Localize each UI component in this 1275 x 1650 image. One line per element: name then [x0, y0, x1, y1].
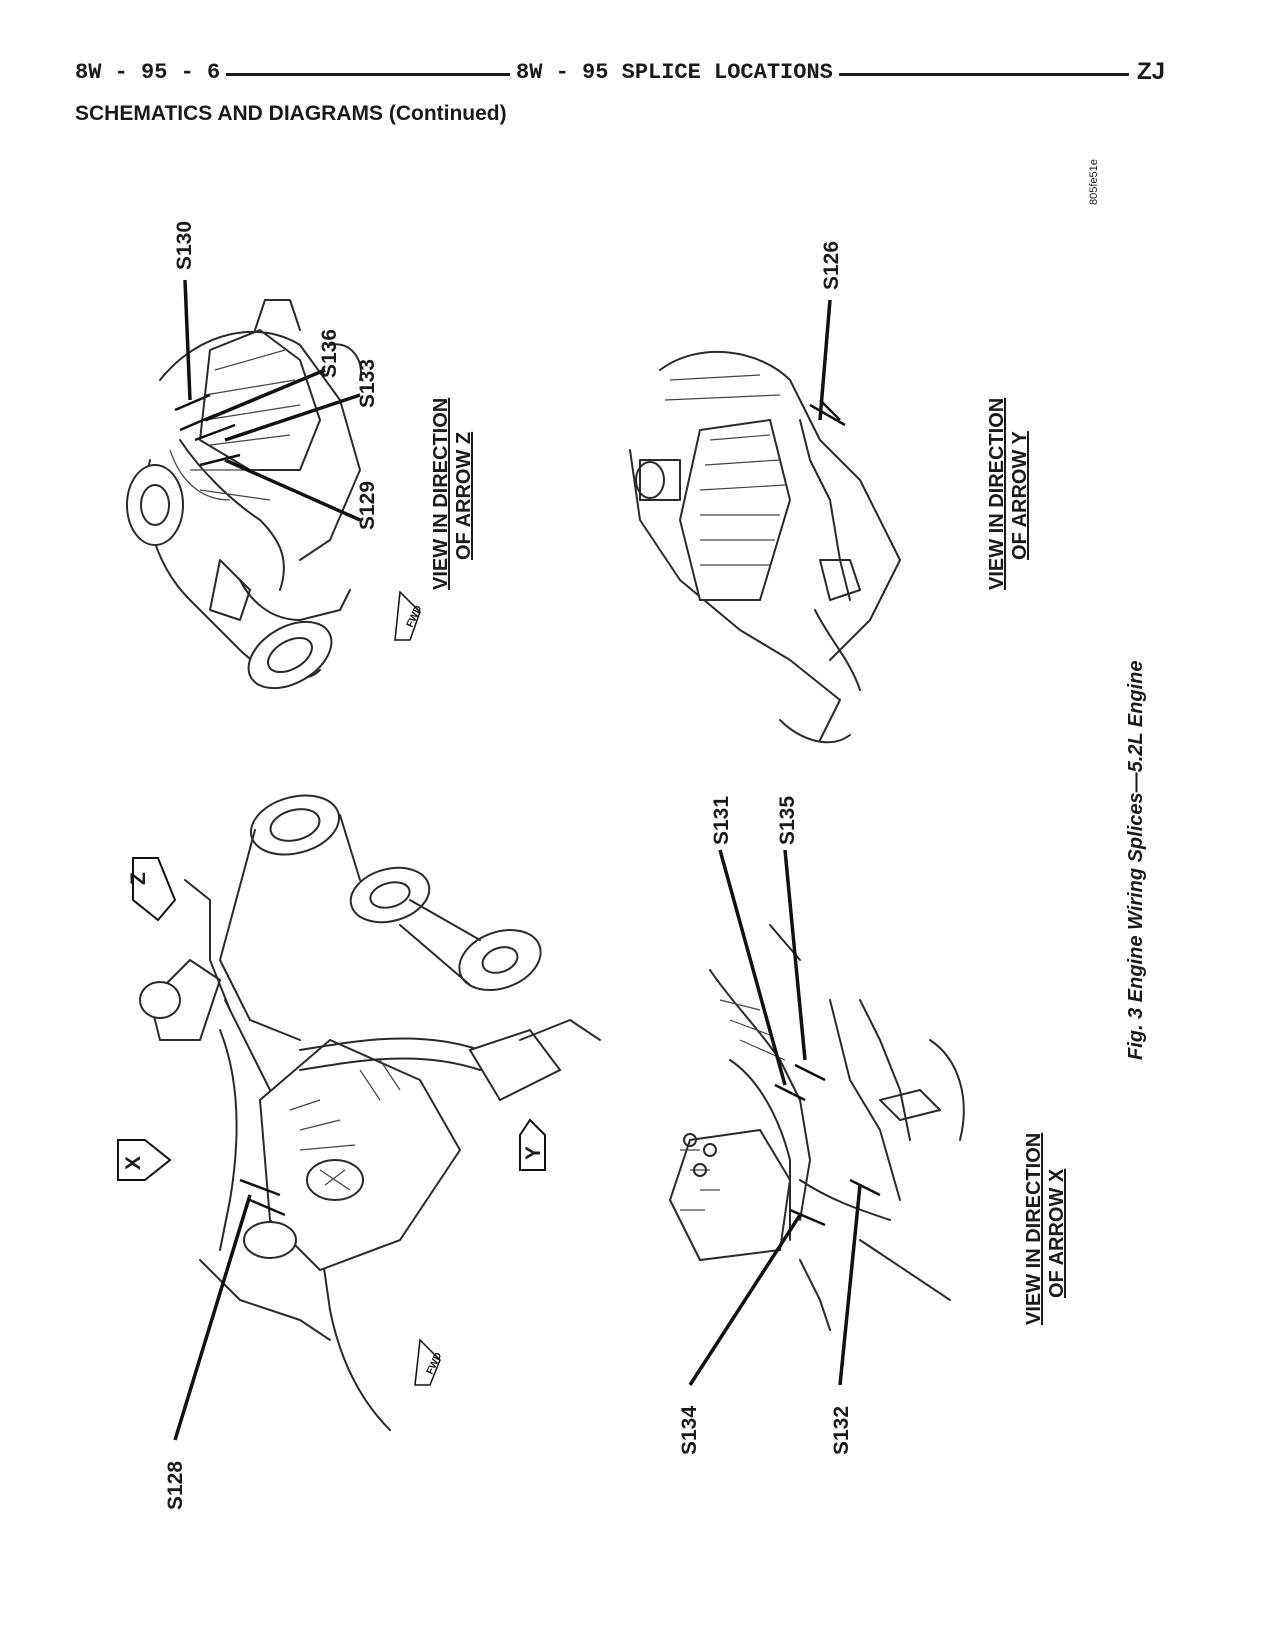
arrow-x-marker: X — [117, 1139, 172, 1181]
view-y-caption: VIEW IN DIRECTION OF ARROW Y — [986, 398, 1031, 590]
fwd-arrow-marker-top: FWD — [394, 590, 424, 641]
page-number: 8W - 95 - 6 — [75, 60, 227, 85]
view-z-drawing — [126, 299, 362, 690]
main-engine-drawing — [139, 794, 601, 1431]
svg-text:X: X — [122, 1156, 145, 1170]
leader-s128 — [173, 1194, 252, 1441]
splice-label-s131: S131 — [710, 796, 733, 845]
arrow-y-marker: Y — [519, 1118, 546, 1171]
svg-text:Z: Z — [127, 872, 150, 885]
leader-s134 — [688, 1214, 802, 1386]
splice-label-s134: S134 — [678, 1406, 701, 1455]
svg-text:OF ARROW Y: OF ARROW Y — [1009, 430, 1031, 560]
arrow-z-marker: Z — [127, 857, 177, 922]
leader-s135 — [783, 849, 807, 1061]
svg-text:OF ARROW Z: OF ARROW Z — [453, 432, 475, 560]
splice-label-s129: S129 — [356, 481, 379, 530]
leader-s132 — [838, 1184, 862, 1386]
splice-label-s128: S128 — [164, 1461, 187, 1510]
splice-label-s135: S135 — [776, 796, 799, 845]
svg-text:OF ARROW X: OF ARROW X — [1046, 1168, 1068, 1298]
vehicle-code: ZJ — [1128, 58, 1165, 86]
svg-text:VIEW IN DIRECTION: VIEW IN DIRECTION — [986, 398, 1008, 590]
section-title: 8W - 95 SPLICE LOCATIONS — [510, 60, 839, 85]
page-subtitle: SCHEMATICS AND DIAGRAMS (Continued) — [75, 102, 507, 125]
leader-s136 — [204, 368, 326, 422]
splice-label-s133: S133 — [356, 359, 379, 408]
leader-s130 — [183, 279, 192, 401]
figure-caption: Fig. 3 Engine Wiring Splices—5.2L Engine — [1125, 660, 1147, 1060]
figure-reference-code: 805fe51e — [1088, 159, 1100, 205]
splice-label-s130: S130 — [173, 221, 196, 270]
splice-label-s132: S132 — [830, 1406, 853, 1455]
page-header: 8W - 95 - 6 8W - 95 SPLICE LOCATIONS ZJ — [75, 56, 1165, 92]
view-x-drawing — [668, 924, 965, 1331]
splice-label-s136: S136 — [318, 329, 341, 378]
view-x-caption: VIEW IN DIRECTION OF ARROW X — [1023, 1133, 1068, 1325]
leader-s133 — [224, 393, 361, 442]
leader-s129 — [224, 458, 361, 522]
splice-label-s126: S126 — [820, 241, 843, 290]
view-y-drawing — [629, 350, 901, 744]
svg-text:VIEW IN DIRECTION: VIEW IN DIRECTION — [1023, 1133, 1045, 1325]
leader-s131 — [718, 849, 787, 1086]
svg-text:VIEW IN DIRECTION: VIEW IN DIRECTION — [430, 398, 452, 590]
view-z-caption: VIEW IN DIRECTION OF ARROW Z — [430, 398, 475, 590]
fwd-arrow-marker-bottom: FWD — [414, 1338, 444, 1386]
svg-text:Y: Y — [522, 1146, 545, 1160]
splice-marks — [174, 393, 881, 1227]
